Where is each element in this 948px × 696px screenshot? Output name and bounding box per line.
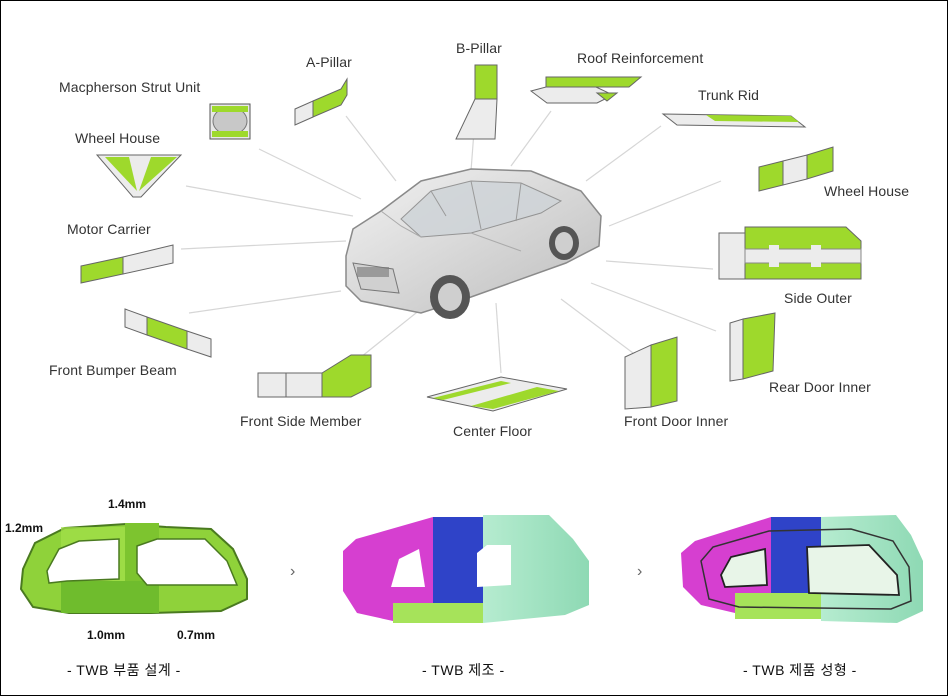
twb-design-panel bbox=[19, 522, 248, 614]
rear-door-inner-part bbox=[729, 312, 776, 382]
caption-twb-design: - TWB 부품 설계 - bbox=[67, 662, 181, 678]
label-trunk-rid: Trunk Rid bbox=[698, 87, 760, 103]
wheel-house-right-part bbox=[758, 146, 834, 192]
front-bumper-beam-part bbox=[124, 308, 212, 358]
thickness-1-4mm: 1.4mm bbox=[108, 497, 147, 511]
label-rear-door-inner: Rear Door Inner bbox=[769, 379, 871, 395]
a-pillar-part bbox=[294, 77, 348, 126]
front-side-member-part bbox=[257, 354, 372, 398]
thickness-1-2mm: 1.2mm bbox=[5, 521, 44, 535]
label-wheel-house-left: Wheel House bbox=[75, 130, 161, 146]
car-illustration bbox=[345, 168, 602, 319]
label-side-outer: Side Outer bbox=[784, 290, 852, 306]
wheel-house-left-part bbox=[95, 154, 183, 198]
label-front-door-inner: Front Door Inner bbox=[624, 413, 729, 429]
twb-manufacturing-panel bbox=[343, 515, 589, 623]
thickness-1-0mm: 1.0mm bbox=[87, 628, 126, 642]
front-door-inner-part bbox=[624, 336, 678, 410]
twb-forming-panel bbox=[681, 515, 923, 623]
thickness-0-7mm: 0.7mm bbox=[177, 628, 216, 642]
trunk-rid-part bbox=[661, 113, 807, 128]
chevron-right-icon: › bbox=[290, 563, 296, 580]
side-outer-part bbox=[718, 226, 862, 280]
motor-carrier-part bbox=[80, 244, 174, 284]
label-center-floor: Center Floor bbox=[453, 423, 533, 439]
label-front-bumper-beam: Front Bumper Beam bbox=[49, 362, 177, 378]
label-roof-reinforcement: Roof Reinforcement bbox=[577, 50, 704, 66]
label-motor-carrier: Motor Carrier bbox=[67, 221, 151, 237]
label-b-pillar: B-Pillar bbox=[456, 40, 502, 56]
caption-twb-forming: - TWB 제품 성형 - bbox=[743, 662, 857, 678]
label-wheel-house-right: Wheel House bbox=[824, 183, 910, 199]
label-a-pillar: A-Pillar bbox=[306, 54, 352, 70]
label-macpherson-strut-unit: Macpherson Strut Unit bbox=[59, 79, 201, 95]
macpherson-strut-part bbox=[209, 103, 251, 140]
b-pillar-part bbox=[455, 64, 498, 140]
center-floor-part bbox=[426, 376, 568, 412]
chevron-right-icon: › bbox=[637, 563, 643, 580]
label-front-side-member: Front Side Member bbox=[240, 413, 362, 429]
caption-twb-manufacturing: - TWB 제조 - bbox=[422, 662, 505, 678]
roof-reinforcement-part bbox=[529, 76, 643, 104]
